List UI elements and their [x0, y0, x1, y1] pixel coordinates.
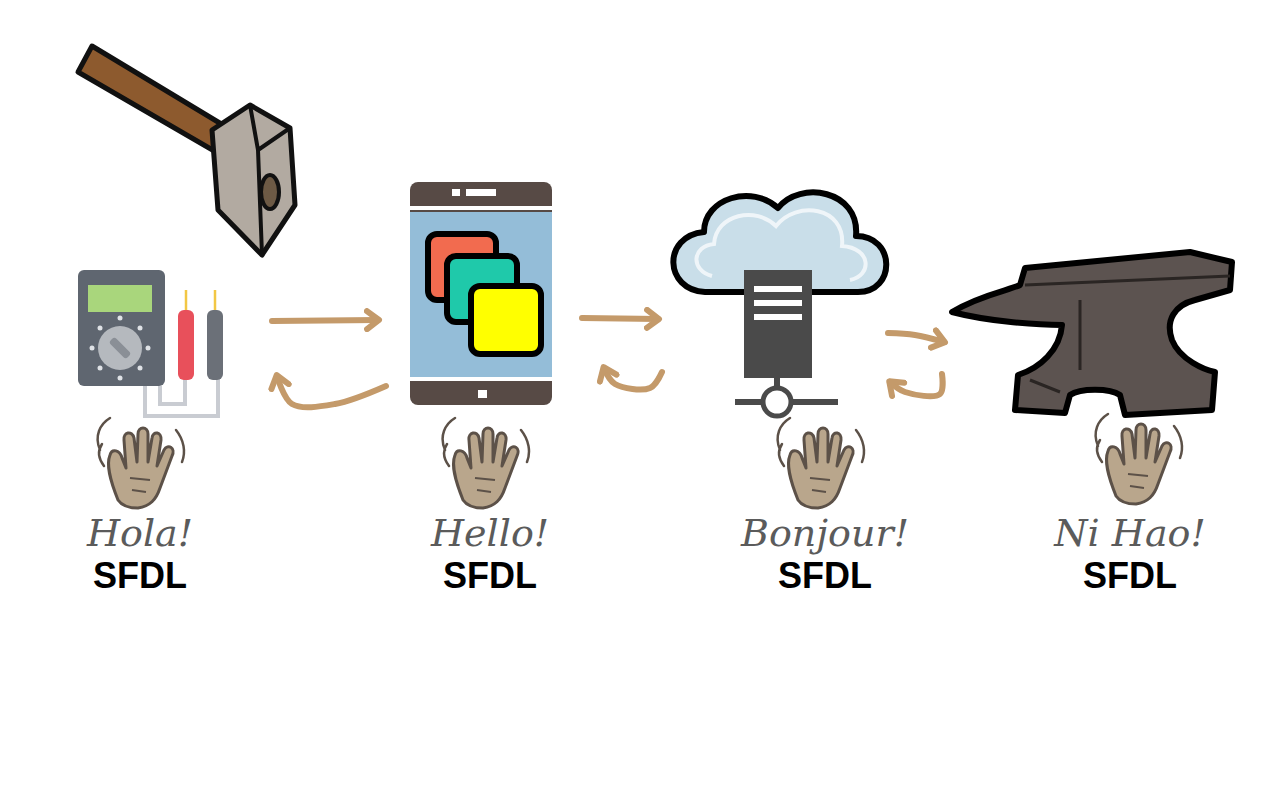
multimeter	[78, 270, 223, 416]
greeting: Ni Hao!	[980, 510, 1280, 556]
tablet	[410, 182, 552, 405]
brand-label: SFDL	[340, 556, 640, 596]
caption-block: Ni Hao!SFDL	[980, 510, 1280, 596]
caption-block: Bonjour!SFDL	[675, 510, 975, 596]
waving-hand	[98, 414, 1182, 508]
brand-label: SFDL	[675, 556, 975, 596]
brand-label: SFDL	[0, 556, 290, 596]
flow-arrow	[890, 374, 943, 396]
flow-arrow	[604, 368, 662, 390]
cloud-server	[673, 192, 886, 416]
greeting: Hello!	[340, 510, 640, 556]
flow-arrow	[888, 333, 944, 342]
caption-block: Hello!SFDL	[340, 510, 640, 596]
anvil	[952, 252, 1232, 415]
caption-block: Hola!SFDL	[0, 510, 290, 596]
greeting: Bonjour!	[675, 510, 975, 556]
icon-area	[668, 188, 888, 413]
device-node: Hola!SFDL	[75, 265, 227, 420]
brand-label: SFDL	[980, 556, 1280, 596]
device-node: Ni Hao!SFDL	[948, 248, 1236, 418]
flow-arrow	[277, 376, 386, 407]
flow-arrow	[582, 318, 658, 319]
icon-area	[948, 248, 1236, 418]
flow-arrow	[272, 320, 378, 321]
device-node: Bonjour!SFDL	[668, 188, 888, 413]
icon-area	[75, 265, 227, 420]
hammer	[78, 46, 295, 255]
icon-area	[408, 180, 554, 408]
greeting: Hola!	[0, 510, 290, 556]
device-node: Hello!SFDL	[408, 180, 554, 408]
